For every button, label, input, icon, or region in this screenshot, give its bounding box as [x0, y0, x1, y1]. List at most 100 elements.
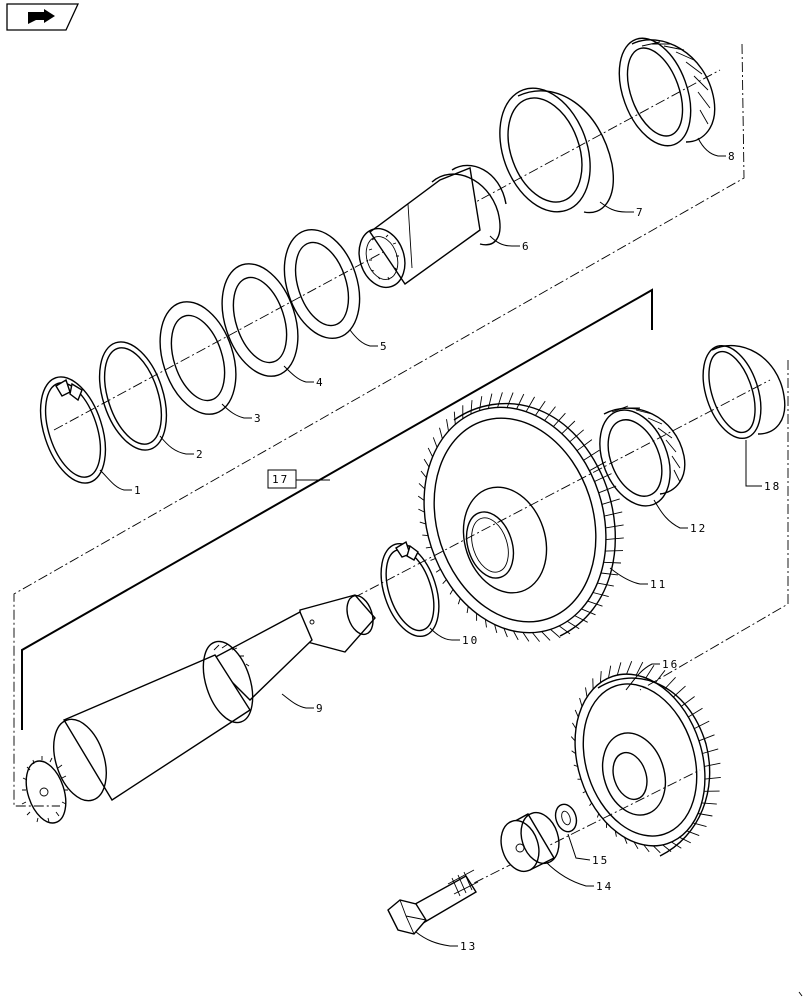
- callout-3[interactable]: 3: [254, 412, 263, 425]
- gear-tooth: [600, 572, 618, 576]
- gear-tooth: [572, 722, 577, 729]
- gear-tooth: [653, 845, 661, 854]
- gear-tooth: [599, 671, 602, 683]
- spacer-14[interactable]: [495, 808, 565, 877]
- gear-tooth: [614, 830, 617, 837]
- snap-ring-10[interactable]: [370, 536, 449, 643]
- gear-tooth: [643, 844, 650, 853]
- callout-1[interactable]: 1: [134, 484, 143, 497]
- tapered-bearing-8[interactable]: [606, 28, 716, 155]
- gear-tooth: [420, 470, 427, 478]
- gear-tooth: [635, 661, 644, 676]
- gear-tooth: [522, 632, 530, 642]
- callout-10[interactable]: 10: [462, 634, 479, 647]
- gear-tooth: [442, 579, 447, 585]
- callout-2[interactable]: 2: [196, 448, 205, 461]
- gear-tooth: [573, 764, 578, 767]
- book-arrow-icon[interactable]: [6, 3, 80, 31]
- gear-tooth: [585, 687, 588, 698]
- gear-tooth: [698, 734, 715, 742]
- callout-7[interactable]: 7: [636, 206, 645, 219]
- washer-3[interactable]: [147, 292, 249, 424]
- gear-tooth: [704, 762, 721, 767]
- gear-tooth: [418, 483, 426, 490]
- lower-phantom-outline: [639, 360, 789, 691]
- ring-2[interactable]: [87, 333, 179, 458]
- bearing-cup-7[interactable]: [484, 75, 614, 224]
- bearing-cup-18[interactable]: [692, 338, 786, 445]
- gear-tooth: [470, 400, 473, 415]
- gear-tooth: [439, 427, 443, 440]
- callout-12[interactable]: 12: [690, 522, 707, 535]
- callout-6[interactable]: 6: [522, 240, 531, 253]
- callout-14[interactable]: 14: [596, 880, 613, 893]
- gear-tooth: [566, 620, 580, 630]
- gear-tooth: [662, 844, 672, 852]
- gear-tooth: [633, 841, 639, 850]
- gear-tooth: [432, 437, 438, 448]
- gear-tooth: [576, 439, 593, 452]
- callout-11[interactable]: 11: [650, 578, 667, 591]
- gear-tooth: [479, 396, 483, 411]
- gear-tooth: [494, 624, 498, 634]
- large-gear-11[interactable]: [396, 383, 634, 656]
- gear-tooth: [425, 546, 432, 549]
- gear-tooth: [569, 429, 584, 443]
- callout-18[interactable]: 18: [764, 480, 781, 493]
- gear-tooth: [581, 608, 596, 616]
- gear-tooth: [583, 449, 600, 461]
- helical-gear-16[interactable]: [554, 657, 726, 863]
- washer-4[interactable]: [209, 254, 311, 386]
- gear-tooth: [535, 400, 546, 416]
- axis-lines: [53, 69, 771, 916]
- gear-tooth: [544, 406, 556, 421]
- gear-tooth: [423, 458, 430, 468]
- callout-13[interactable]: 13: [460, 940, 477, 953]
- gear-tooth: [616, 662, 622, 676]
- hex-bolt-13[interactable]: [387, 869, 479, 935]
- leader-lines: [99, 137, 762, 947]
- callout-17-box: [267, 469, 297, 489]
- gear-tooth: [418, 508, 425, 513]
- gear-tooth: [435, 568, 441, 573]
- gear-tooth: [701, 802, 717, 805]
- gear-tooth: [597, 582, 614, 587]
- gear-tooth: [449, 589, 454, 595]
- gear-tooth: [503, 628, 508, 638]
- gear-tooth: [506, 392, 514, 408]
- gear-tooth: [561, 420, 576, 435]
- callout-5[interactable]: 5: [380, 340, 389, 353]
- gear-tooth: [497, 392, 503, 408]
- callout-9[interactable]: 9: [316, 702, 325, 715]
- callout-16[interactable]: 16: [662, 658, 679, 671]
- gear-tooth: [681, 696, 695, 707]
- callout-4[interactable]: 4: [316, 376, 325, 389]
- gear-tooth: [604, 511, 623, 517]
- gear-tooth: [697, 813, 713, 817]
- gear-tooth: [571, 750, 576, 754]
- gear-tooth: [487, 393, 493, 409]
- gear-tooth: [686, 830, 700, 837]
- callout-17[interactable]: 17: [272, 473, 289, 486]
- gear-tooth: [453, 411, 456, 425]
- callout-8[interactable]: 8: [728, 150, 737, 163]
- tapered-bearing-12[interactable]: [587, 400, 686, 517]
- splined-shaft-9[interactable]: [19, 592, 378, 828]
- hub-sleeve-6[interactable]: [352, 164, 507, 293]
- gear-tooth: [605, 524, 624, 529]
- gear-tooth: [603, 561, 622, 564]
- gear-tooth: [608, 665, 612, 679]
- snap-ring-1[interactable]: [28, 369, 117, 492]
- gear-tooth: [574, 615, 588, 623]
- lock-washer-15[interactable]: [552, 802, 580, 835]
- shim-5[interactable]: [271, 220, 372, 348]
- gear-tooth: [592, 592, 609, 598]
- gear-tooth: [582, 791, 586, 794]
- gear-tooth: [601, 498, 620, 505]
- callout-15[interactable]: 15: [592, 854, 609, 867]
- gear-tooth: [655, 670, 666, 683]
- gear-tooth: [626, 661, 633, 675]
- gear-tooth: [513, 630, 519, 641]
- gear-tooth: [679, 836, 692, 844]
